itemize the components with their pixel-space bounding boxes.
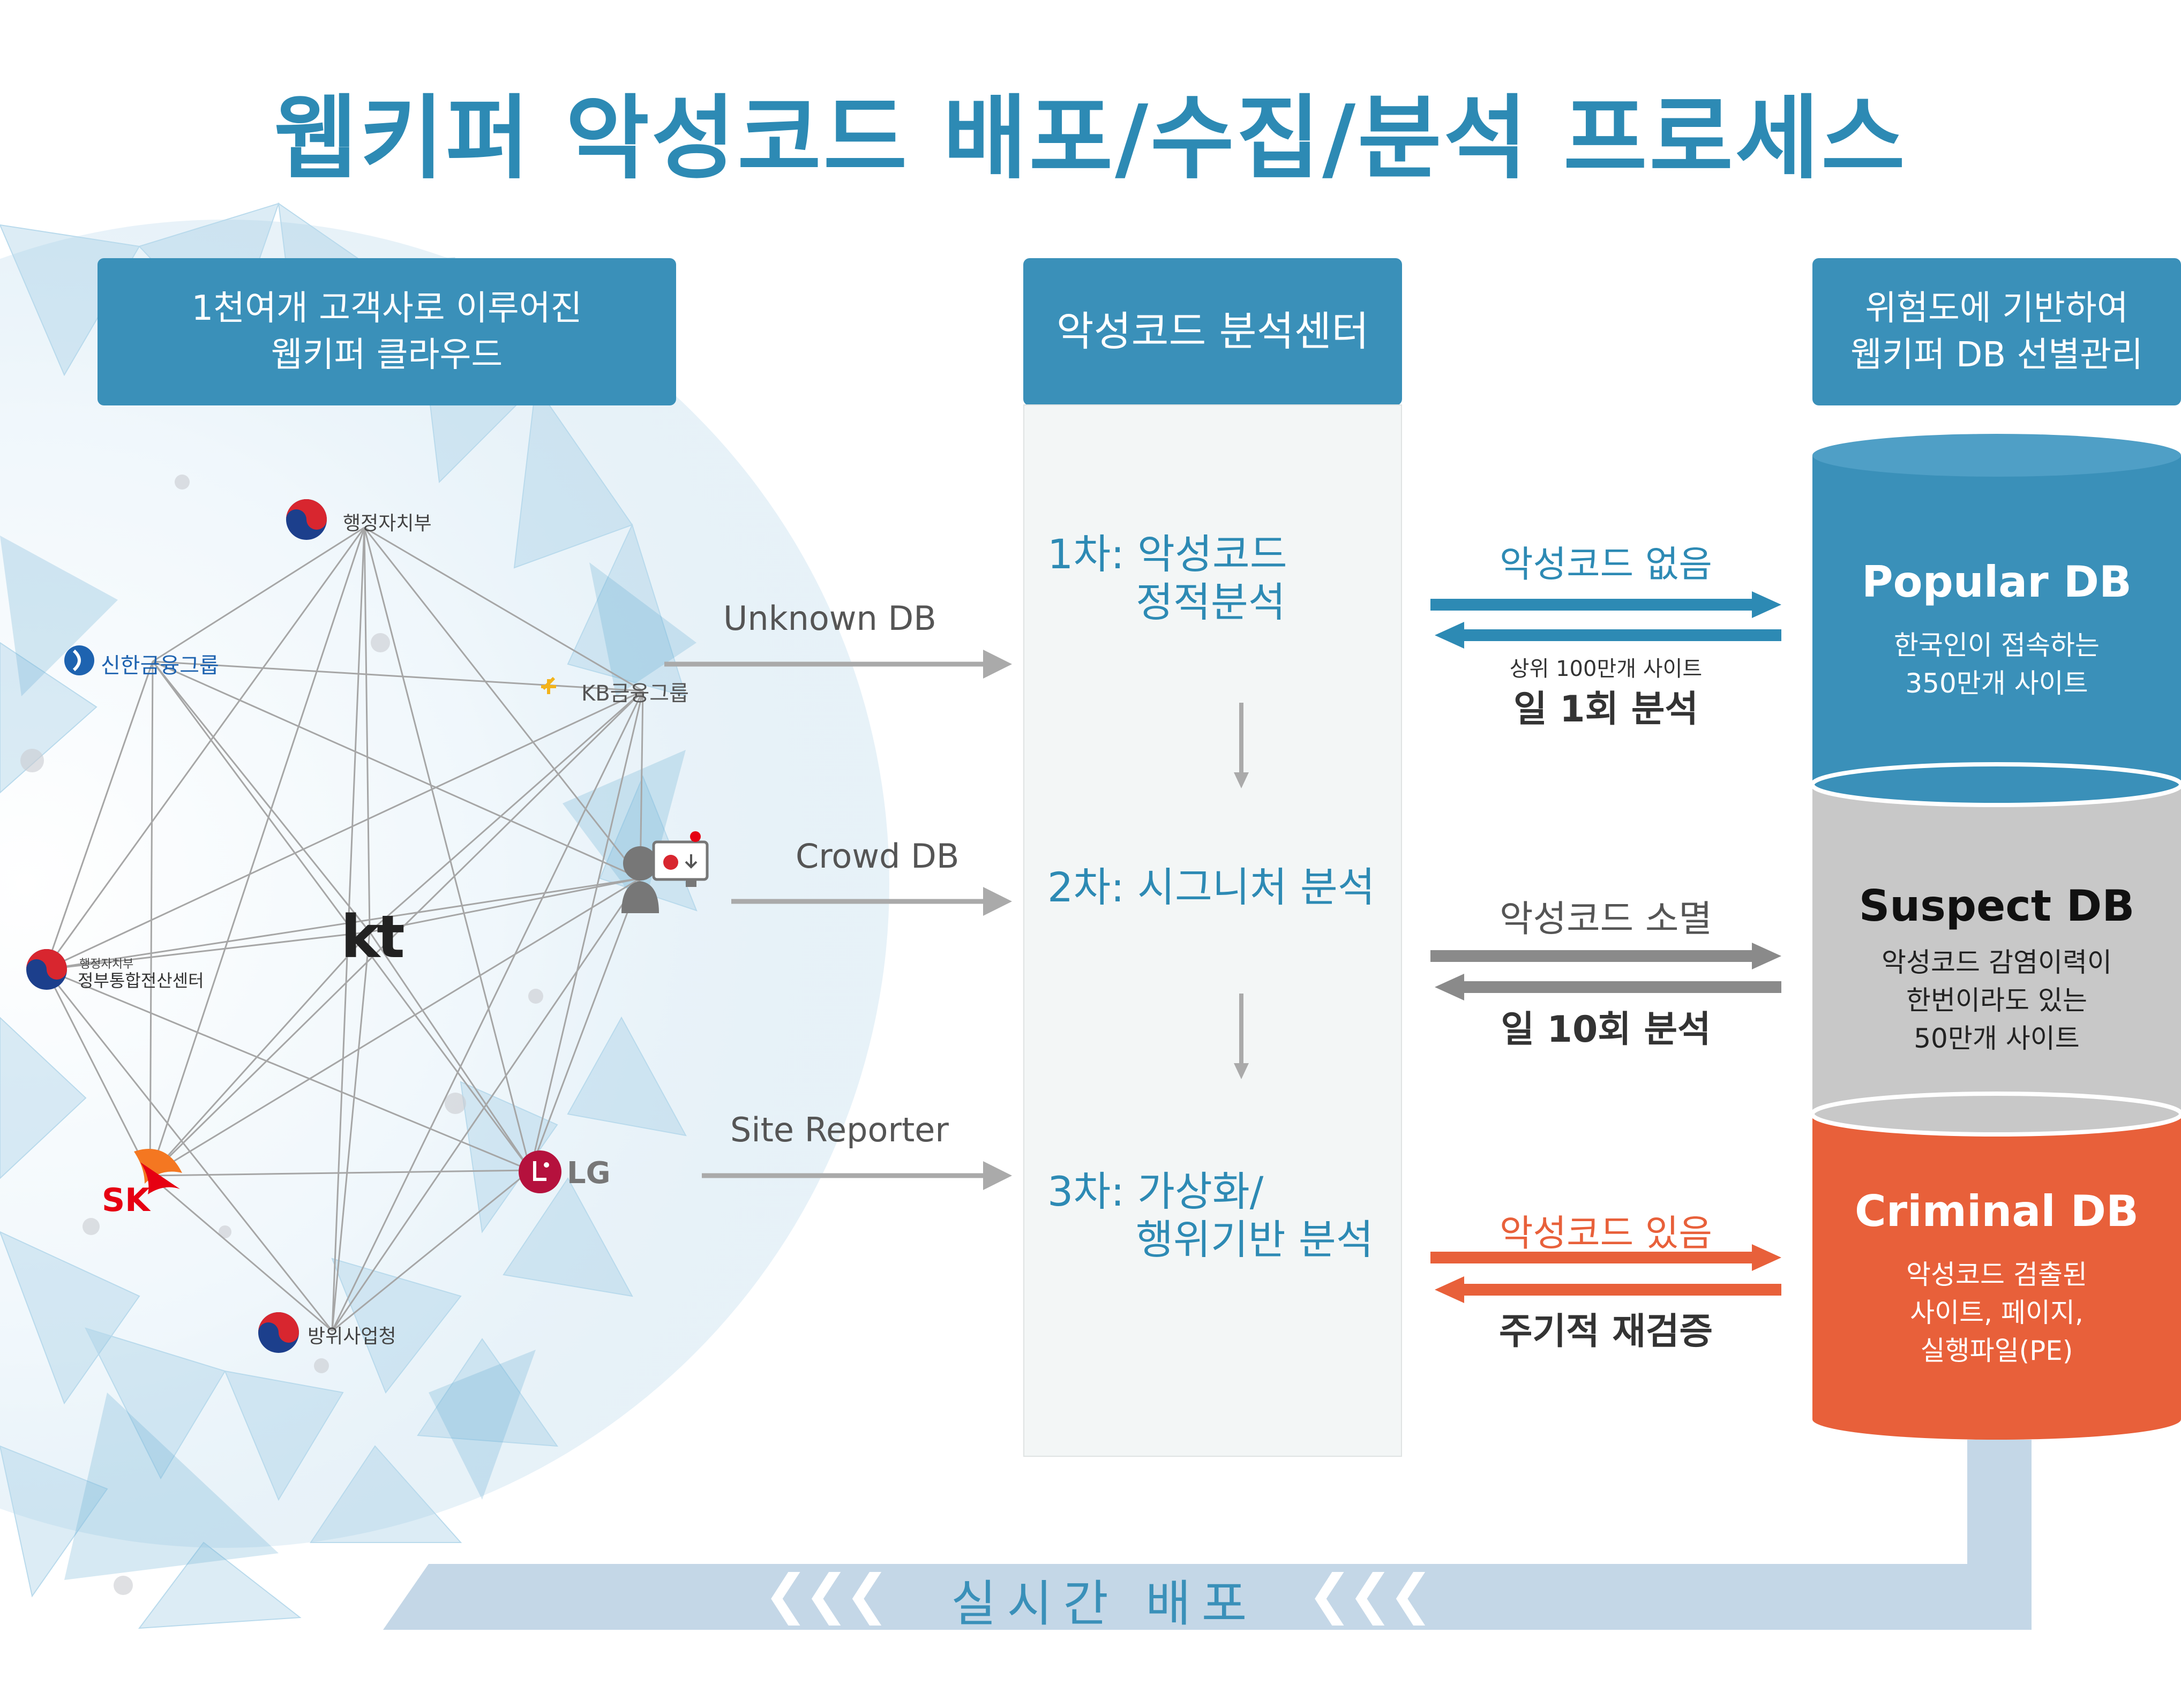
node-shinhan-label: 신한금융그룹 [101, 653, 219, 678]
relation-3-bottom: 주기적 재검증 [1498, 1311, 1713, 1353]
nirs-emblem [26, 949, 67, 990]
stage-3-line-2: 행위기반 분석 [1136, 1215, 1374, 1263]
shinhan-logo [64, 645, 94, 675]
page-title: 웹키퍼 악성코드 배포/수집/분석 프로세스 [274, 86, 1907, 192]
popular-db-name: Popular DB [1862, 557, 2132, 607]
node-nirs-label: 정부통합전산센터 [78, 970, 204, 991]
relation-3-top: 악성코드 있음 [1500, 1213, 1712, 1255]
db-header-line-2: 웹키퍼 DB 선별관리 [1850, 335, 2143, 375]
node-mois-label: 행정자치부 [343, 513, 432, 535]
relation-2-top: 악성코드 소멸 [1500, 898, 1712, 940]
realtime-distribution-label: 실시간 배포 [951, 1575, 1258, 1632]
cloud-header: 1천여개 고객사로 이루어진 웹키퍼 클라우드 [98, 258, 676, 405]
sk-logo [134, 1149, 182, 1194]
cloud-header-line-2: 웹키퍼 클라우드 [271, 335, 503, 375]
stage-down-arrows [1234, 703, 1249, 1079]
popular-db-desc-line-2: 350만개 사이트 [1905, 668, 2088, 699]
popular-db-cylinder [1810, 434, 2181, 807]
relation-2-bottom: 일 10회 분석 [1501, 1009, 1711, 1051]
chevron-left-icon-2: ❮❮❮ [1307, 1563, 1433, 1626]
criminal-db-desc-line-3: 실행파일(PE) [1920, 1335, 2073, 1366]
dapa-emblem [258, 1312, 299, 1353]
source-crowd-db: Crowd DB [796, 837, 960, 876]
source-unknown-db: Unknown DB [723, 599, 936, 638]
node-dapa-label: 방위사업청 [308, 1326, 396, 1348]
stage-3-line-1: 3차: 가상화/ [1047, 1168, 1264, 1215]
mois-emblem [286, 499, 327, 540]
kb-logo [541, 676, 556, 694]
cloud-header-line-1: 1천여개 고객사로 이루어진 [191, 289, 582, 329]
center-header: 악성코드 분석센터 [1023, 258, 1402, 405]
db-header: 위험도에 기반하여 웹키퍼 DB 선별관리 [1812, 258, 2181, 405]
analysis-center-panel [1023, 404, 1402, 1457]
source-site-reporter: Site Reporter [730, 1110, 949, 1149]
popular-db-desc: 한국인이 접속하는 350만개 사이트 [1812, 627, 2181, 703]
suspect-db-desc-line-3: 50만개 사이트 [1914, 1023, 2080, 1054]
relation-1-top: 악성코드 없음 [1500, 544, 1712, 586]
stage-2: 2차: 시그니처 분석 [1047, 863, 1375, 912]
network-edges [44, 526, 644, 1332]
popular-db-desc-line-1: 한국인이 접속하는 [1894, 630, 2100, 661]
relation-1-sub: 상위 100만개 사이트 [1509, 657, 1703, 681]
lg-logo [519, 1150, 561, 1193]
criminal-db-desc: 악성코드 검출된 사이트, 페이지, 실행파일(PE) [1812, 1256, 2181, 1370]
node-kb-label: KB금융그룹 [581, 681, 689, 706]
center-header-label: 악성코드 분석센터 [1056, 307, 1369, 356]
user-alert-icon [621, 831, 709, 913]
stage-1-line-2: 정적분석 [1136, 578, 1286, 626]
relation-arrows [1430, 591, 1781, 1303]
chevron-left-icon: ❮❮❮ [763, 1563, 889, 1626]
suspect-db-name: Suspect DB [1858, 881, 2135, 931]
suspect-db-desc: 악성코드 감염이력이 한번이라도 있는 50만개 사이트 [1812, 944, 2181, 1058]
stage-2-line-1: 2차: 시그니처 분석 [1047, 863, 1375, 911]
stage-1-line-1: 1차: 악성코드 [1047, 530, 1287, 578]
suspect-db-desc-line-1: 악성코드 감염이력이 [1882, 947, 2112, 978]
criminal-db-name: Criminal DB [1855, 1186, 2139, 1236]
criminal-db-cylinder [1812, 1094, 2181, 1440]
stage-3: 3차: 가상화/ 행위기반 분석 [1047, 1168, 1374, 1263]
relation-1-bottom: 일 1회 분석 [1513, 688, 1698, 731]
db-header-line-1: 위험도에 기반하여 [1865, 289, 2128, 329]
suspect-db-desc-line-2: 한번이라도 있는 [1906, 985, 2087, 1016]
stage-1: 1차: 악성코드 정적분석 [1047, 530, 1287, 626]
criminal-db-desc-line-2: 사이트, 페이지, [1910, 1297, 2083, 1328]
criminal-db-desc-line-1: 악성코드 검출된 [1906, 1259, 2087, 1290]
node-lg-label: LG [567, 1156, 611, 1191]
distribution-loop [383, 1440, 2032, 1630]
node-sk-label: SK [102, 1182, 150, 1219]
node-kt-label: kt [341, 902, 405, 971]
node-nirs-small-label: 행정자치부 [79, 958, 134, 971]
